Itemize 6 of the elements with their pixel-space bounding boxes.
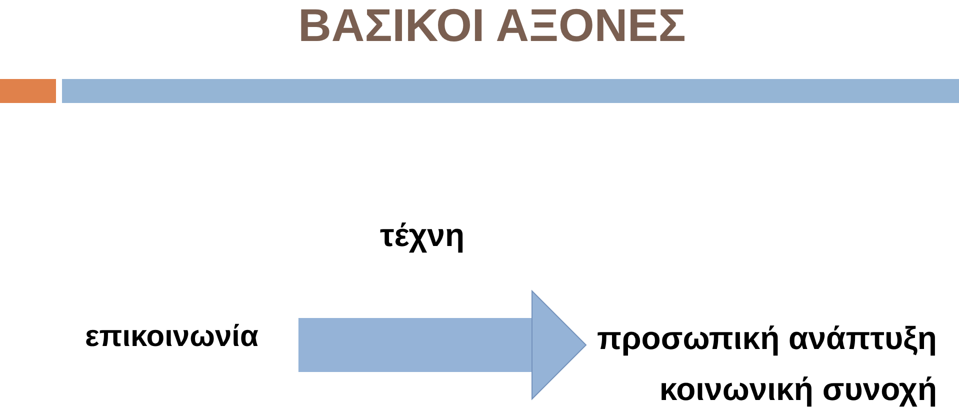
slide-title: ΒΑΣΙΚΟΙ ΑΞΟΝΕΣ	[298, 1, 686, 50]
concept-text: τέχνη	[380, 219, 464, 253]
block-arrow	[298, 290, 586, 400]
concept-text: προσωπική ανάπτυξη	[597, 322, 937, 356]
concept-text: κοινωνική συνοχή	[659, 373, 937, 407]
concept-text: επικοινωνία	[85, 321, 258, 352]
